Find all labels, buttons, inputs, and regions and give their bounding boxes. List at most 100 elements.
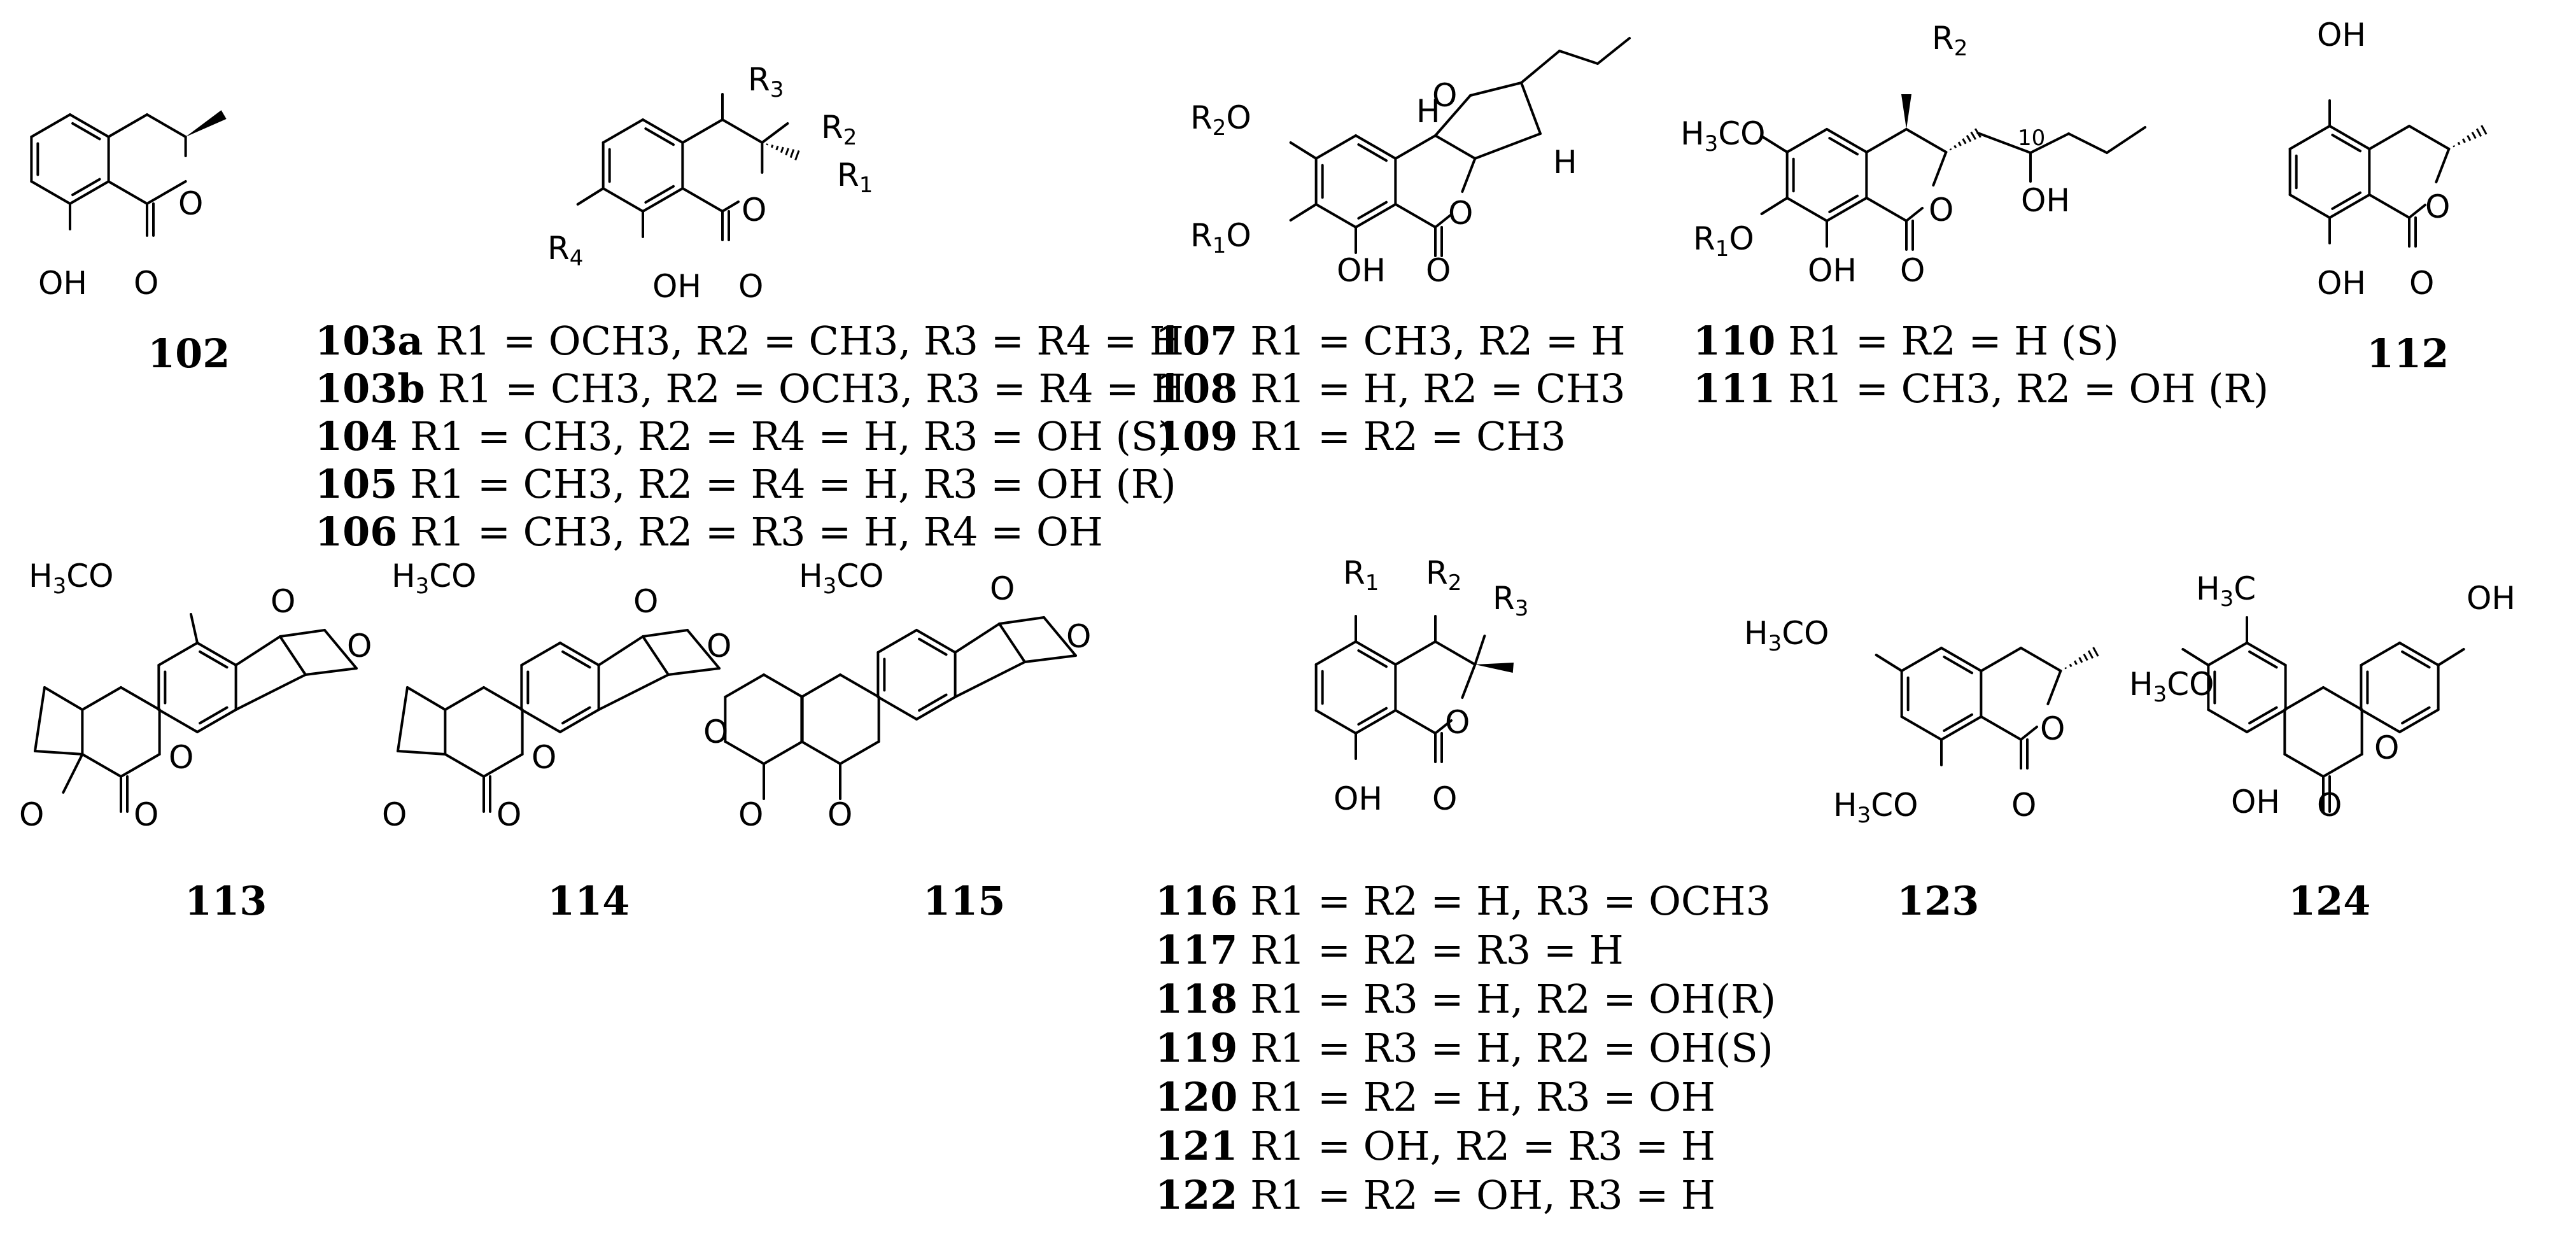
pyranone-ring-113: [81, 753, 122, 778]
h3c-label-124: H3C: [2196, 570, 2256, 612]
ring-o-label-113: O: [169, 739, 194, 776]
h-label-107b: H: [1553, 144, 1577, 181]
ketone-o-label-114: O: [382, 796, 407, 833]
side-chain-hash-110: [1974, 128, 1981, 138]
ring-c-124: [2398, 642, 2440, 666]
furan-o-label-114: O: [633, 583, 659, 620]
bond: [576, 187, 605, 206]
oh-bottom-label-112: OH: [2317, 265, 2366, 302]
furan-ring-114: [597, 673, 670, 711]
double-bond: [2248, 706, 2278, 725]
side-chain-hash-110: [1949, 148, 1952, 151]
bond: [681, 187, 724, 213]
r1o-label-107: R1O: [1190, 217, 1251, 258]
cyclohexenone-ring-115: [839, 740, 880, 765]
lactone-ring-102: [107, 113, 148, 138]
methyl-hash-123: [2078, 657, 2083, 663]
aromatic-ring-114: [559, 708, 600, 733]
methyl-hash-112: [2471, 131, 2477, 139]
benzene-ring-123: [1900, 715, 1943, 741]
pyranone-ring-124: [2283, 753, 2325, 778]
methyl-wedge-116: [1475, 663, 1514, 673]
furan-o-label-107: O: [1432, 77, 1458, 114]
methyl-hash-123: [2087, 650, 2094, 659]
benzene-ring-123: [1940, 715, 1983, 741]
oh-label-102: OH: [38, 265, 87, 302]
pyranone-ring-124: [2322, 753, 2363, 778]
pyranone-ring-114: [444, 753, 485, 778]
oh-label-110: OH: [1808, 252, 1857, 289]
o-label-103: O: [738, 268, 764, 305]
caption-118: 118 R1 = R3 = H, R2 = OH(R): [1155, 976, 1777, 1022]
ring-o-label-116: O: [1445, 704, 1470, 741]
benzene-ring-107: [1314, 134, 1357, 160]
methyl-hash-123: [2092, 647, 2099, 657]
methyl-hash-112: [2481, 125, 2488, 135]
benzene-ring-102: [30, 113, 71, 138]
bond: [1760, 197, 1789, 215]
caption-103a: 103a R1 = OCH3, R2 = CH3, R3 = R4 = H: [315, 318, 1184, 364]
cyclopentenone-114: [406, 686, 447, 711]
benzene-ring-102: [69, 113, 110, 138]
r2-wedge-110: [1901, 94, 1911, 129]
pyranone-ring-114: [482, 686, 524, 711]
lactone-ring-123: [2020, 647, 2062, 672]
aromatic-ring-113: [196, 642, 237, 666]
r1-hash-103: [785, 148, 790, 156]
r1-hash-103: [780, 146, 784, 153]
double-bond: [2331, 134, 2362, 153]
pyranone-ring-124: [2322, 686, 2363, 711]
o-label-123: O: [2011, 787, 2037, 824]
methyl-hash-123: [2083, 653, 2088, 661]
furan2-o-label-114: O: [707, 628, 732, 665]
furan-o-label-115: O: [990, 570, 1015, 607]
caption-102: 102: [148, 330, 230, 377]
bond: [146, 180, 187, 205]
caption-110: 110 R1 = R2 = H (S): [1693, 318, 2119, 364]
caption-104: 104 R1 = CH3, R2 = R4 = H, R3 = OH (S): [315, 413, 1174, 460]
lactone-ring-115: [724, 673, 765, 698]
h3co-label-114: H3CO: [391, 558, 477, 599]
cyclopentenone-114: [397, 750, 447, 756]
double-bond: [1357, 143, 1388, 162]
side-chain-hash-110: [1962, 138, 1967, 144]
benzene-ring-116: [1355, 640, 1397, 666]
bond: [2435, 148, 2451, 183]
double-bond: [561, 706, 591, 725]
propyl-107: [1596, 37, 1631, 65]
benzene-ring-112: [2288, 193, 2331, 219]
methyl-hash-123: [2073, 660, 2078, 665]
h-label-107a: H: [1416, 93, 1440, 130]
ring-o-label-102: O: [178, 185, 204, 222]
bond: [62, 753, 84, 794]
dihydrofuran-113: [304, 667, 358, 676]
caption-105: 105 R1 = CH3, R2 = R4 = H, R3 = OH (R): [315, 461, 1176, 507]
ring-o-label-110: O: [1929, 192, 1954, 229]
methyl-hash-112: [2467, 135, 2472, 141]
bond: [1760, 135, 1789, 153]
r2-label-116: R2: [1426, 554, 1462, 596]
r1-hash-103: [770, 144, 774, 148]
locant-10-label-110: 10: [2018, 125, 2046, 151]
benzene-ring-112: [2288, 125, 2331, 150]
bond: [190, 613, 199, 644]
benzene-ring-116: [1355, 709, 1397, 735]
r1-hash-103: [766, 143, 769, 146]
oh-label-107: OH: [1337, 252, 1386, 289]
cyclopentenone-113: [43, 686, 84, 711]
double-bond: [2248, 650, 2278, 669]
bond: [2020, 726, 2038, 741]
furan-ring-115: [954, 661, 1026, 698]
benzene-ring-110: [1826, 197, 1868, 222]
double-bond: [2401, 650, 2431, 669]
cyclohexenone-ring-115: [800, 673, 841, 698]
r2-label-103: R2: [821, 109, 857, 150]
methyl-hash-112: [2475, 128, 2482, 137]
caption-121: 121 R1 = OH, R2 = R3 = H: [1155, 1123, 1716, 1169]
ring-c-124: [2360, 642, 2401, 666]
pentyl-chain-110: [2029, 132, 2070, 154]
lactone-ring-112: [2368, 125, 2411, 150]
oh-label-116: OH: [1334, 780, 1383, 817]
bond: [1865, 197, 1908, 222]
bond: [761, 122, 789, 144]
